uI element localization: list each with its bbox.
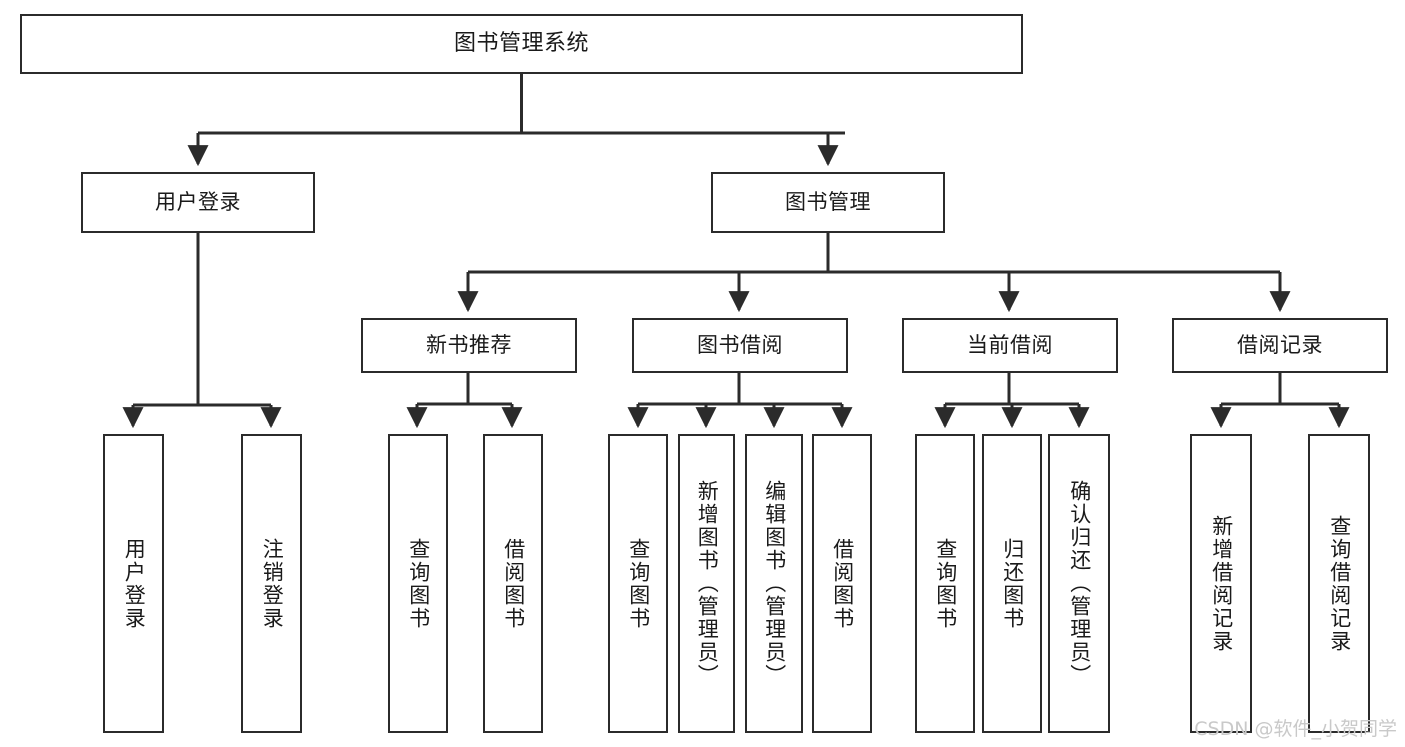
- node-user-login-label: 用户登录: [155, 190, 241, 215]
- leaf-add-book-admin[interactable]: 新增图书（管理员）: [678, 434, 735, 733]
- leaf-borrow-book-recommend-label: 借阅图书: [501, 537, 526, 630]
- leaf-user-login-label: 用户登录: [122, 537, 147, 630]
- leaf-confirm-return-admin-label: 确认归还（管理员）: [1067, 480, 1092, 687]
- node-borrow-record[interactable]: 借阅记录: [1172, 318, 1388, 373]
- node-borrow-record-label: 借阅记录: [1237, 333, 1323, 358]
- node-user-login[interactable]: 用户登录: [81, 172, 315, 233]
- leaf-query-book-borrow[interactable]: 查询图书: [608, 434, 668, 733]
- leaf-return-book-label: 归还图书: [1000, 537, 1025, 630]
- node-current-borrow[interactable]: 当前借阅: [902, 318, 1118, 373]
- leaf-add-borrow-record[interactable]: 新增借阅记录: [1190, 434, 1252, 733]
- leaf-user-logout-label: 注销登录: [260, 537, 285, 630]
- node-new-book-recommend-label: 新书推荐: [426, 333, 512, 358]
- leaf-query-book-borrow-label: 查询图书: [626, 537, 651, 630]
- csdn-watermark: CSDN @软件_小贺同学: [1194, 718, 1397, 740]
- node-root-label: 图书管理系统: [453, 31, 589, 57]
- leaf-add-borrow-record-label: 新增借阅记录: [1209, 514, 1234, 653]
- leaf-query-borrow-record-label: 查询借阅记录: [1327, 514, 1352, 653]
- leaf-edit-book-admin-label: 编辑图书（管理员）: [762, 480, 787, 687]
- node-root[interactable]: 图书管理系统: [20, 14, 1023, 74]
- node-book-borrow-label: 图书借阅: [697, 333, 783, 358]
- leaf-user-login[interactable]: 用户登录: [103, 434, 164, 733]
- leaf-borrow-book-recommend[interactable]: 借阅图书: [483, 434, 543, 733]
- leaf-add-book-admin-label: 新增图书（管理员）: [695, 480, 720, 687]
- node-new-book-recommend[interactable]: 新书推荐: [361, 318, 577, 373]
- node-book-borrow[interactable]: 图书借阅: [632, 318, 848, 373]
- leaf-confirm-return-admin[interactable]: 确认归还（管理员）: [1048, 434, 1110, 733]
- node-current-borrow-label: 当前借阅: [967, 333, 1053, 358]
- leaf-user-logout[interactable]: 注销登录: [241, 434, 302, 733]
- leaf-query-book-current[interactable]: 查询图书: [915, 434, 975, 733]
- node-book-management-label: 图书管理: [785, 190, 871, 215]
- leaf-query-book-recommend-label: 查询图书: [406, 537, 431, 630]
- leaf-query-borrow-record[interactable]: 查询借阅记录: [1308, 434, 1370, 733]
- leaf-query-book-current-label: 查询图书: [933, 537, 958, 630]
- node-book-management[interactable]: 图书管理: [711, 172, 945, 233]
- leaf-borrow-book-label: 借阅图书: [830, 537, 855, 630]
- leaf-return-book[interactable]: 归还图书: [982, 434, 1042, 733]
- leaf-edit-book-admin[interactable]: 编辑图书（管理员）: [745, 434, 803, 733]
- leaf-query-book-recommend[interactable]: 查询图书: [388, 434, 448, 733]
- leaf-borrow-book[interactable]: 借阅图书: [812, 434, 872, 733]
